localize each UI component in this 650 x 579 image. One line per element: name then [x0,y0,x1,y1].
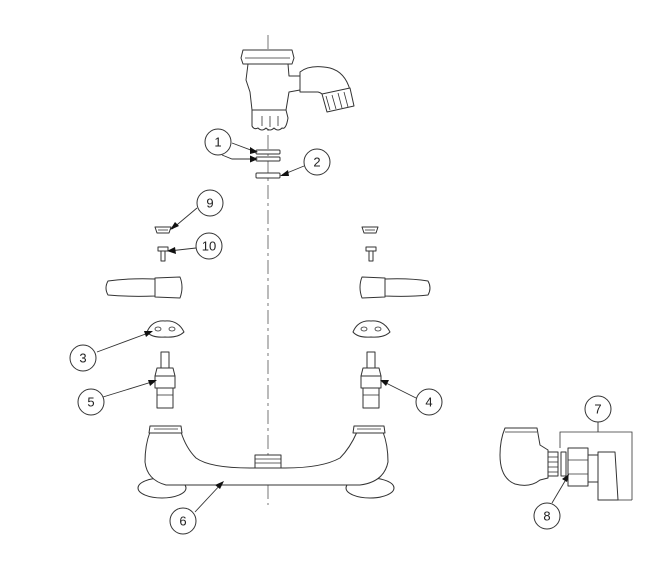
callout-10: 10 [195,232,223,260]
right-handle-adapter [352,320,391,338]
left-index-button [154,226,172,234]
side-detail [499,427,633,501]
callout-1: 1 [204,128,232,156]
callout-2: 2 [303,148,331,176]
left-lever-handle [105,276,183,299]
callout-3-label: 3 [79,351,86,366]
callout-2-label: 2 [313,155,320,170]
callout-7-label: 7 [594,402,601,417]
callout-9-label: 9 [206,196,213,211]
callout-8: 8 [533,502,561,530]
callout-6-label: 6 [179,514,186,529]
faucet-body [137,425,395,499]
callout-1-label: 1 [214,135,221,150]
callout-5-label: 5 [87,395,94,410]
callout-9: 9 [196,189,224,217]
left-handle-screw [157,246,169,262]
callout-7: 7 [584,395,612,423]
callout-5: 5 [77,388,105,416]
left-cartridge [154,351,176,409]
right-cartridge [360,351,382,409]
callout-8-label: 8 [543,509,550,524]
callout-3: 3 [69,344,97,372]
callout-6: 6 [169,507,197,535]
callout-4-label: 4 [425,395,432,410]
spout-assembly [240,49,355,131]
right-lever-handle [359,276,431,299]
right-handle-screw [365,246,377,262]
right-index-button [361,226,379,234]
callout-10-label: 10 [202,239,216,254]
callout-4: 4 [415,388,443,416]
left-handle-adapter [146,320,185,338]
leader-lines [96,142,599,513]
